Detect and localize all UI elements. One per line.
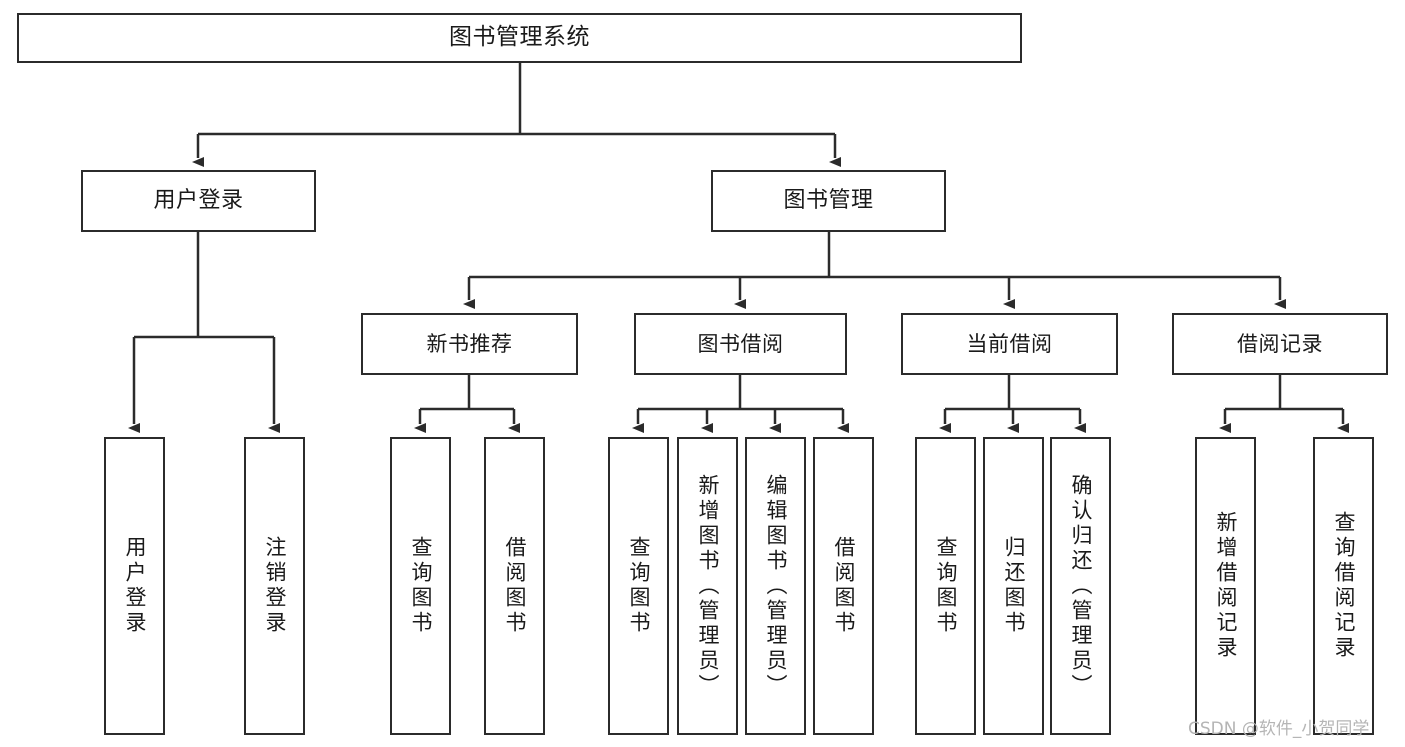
node-book-management[interactable]: 图书管理	[711, 170, 946, 232]
leaf-new-book-borrow[interactable]: 借阅图书	[484, 437, 545, 735]
node-label: 查询图书	[409, 536, 433, 636]
node-user-login[interactable]: 用户登录	[81, 170, 316, 232]
leaf-record-add-record[interactable]: 新增借阅记录	[1195, 437, 1256, 735]
node-label: 用户登录	[123, 536, 147, 636]
leaf-borrow-query-book[interactable]: 查询图书	[608, 437, 669, 735]
node-label: 查询图书	[627, 536, 651, 636]
leaf-current-confirm-return-admin[interactable]: 确认归还（管理员）	[1050, 437, 1111, 735]
node-current-borrow[interactable]: 当前借阅	[901, 313, 1118, 375]
node-label: 借阅记录	[1237, 331, 1323, 356]
node-label: 编辑图书（管理员）	[764, 473, 788, 699]
leaf-user-login-logout[interactable]: 注销登录	[244, 437, 305, 735]
leaf-current-return-book[interactable]: 归还图书	[983, 437, 1044, 735]
node-label: 图书借阅	[697, 331, 784, 356]
node-book-borrow[interactable]: 图书借阅	[634, 313, 847, 375]
node-borrow-record[interactable]: 借阅记录	[1172, 313, 1388, 375]
node-label: 借阅图书	[503, 536, 527, 636]
node-new-book-recommend[interactable]: 新书推荐	[361, 313, 578, 375]
node-label: 图书管理	[783, 188, 874, 214]
node-label: 新书推荐	[426, 331, 513, 356]
node-label: 用户登录	[153, 188, 244, 214]
leaf-user-login-login[interactable]: 用户登录	[104, 437, 165, 735]
node-label: 借阅图书	[832, 536, 856, 636]
leaf-new-book-query[interactable]: 查询图书	[390, 437, 451, 735]
node-label: 当前借阅	[966, 331, 1053, 356]
node-label: 新增图书（管理员）	[696, 473, 720, 699]
leaf-borrow-add-book-admin[interactable]: 新增图书（管理员）	[677, 437, 738, 735]
node-label: 图书管理系统	[449, 24, 590, 51]
node-label: 查询借阅记录	[1332, 511, 1356, 661]
node-label: 归还图书	[1002, 536, 1026, 636]
node-label: 确认归还（管理员）	[1069, 473, 1093, 699]
leaf-borrow-edit-book-admin[interactable]: 编辑图书（管理员）	[745, 437, 806, 735]
leaf-borrow-borrow-book[interactable]: 借阅图书	[813, 437, 874, 735]
node-root-library-system[interactable]: 图书管理系统	[17, 13, 1022, 63]
node-label: 查询图书	[934, 536, 958, 636]
leaf-current-query-book[interactable]: 查询图书	[915, 437, 976, 735]
node-label: 新增借阅记录	[1214, 511, 1238, 661]
leaf-record-query-record[interactable]: 查询借阅记录	[1313, 437, 1374, 735]
node-label: 注销登录	[263, 536, 287, 636]
